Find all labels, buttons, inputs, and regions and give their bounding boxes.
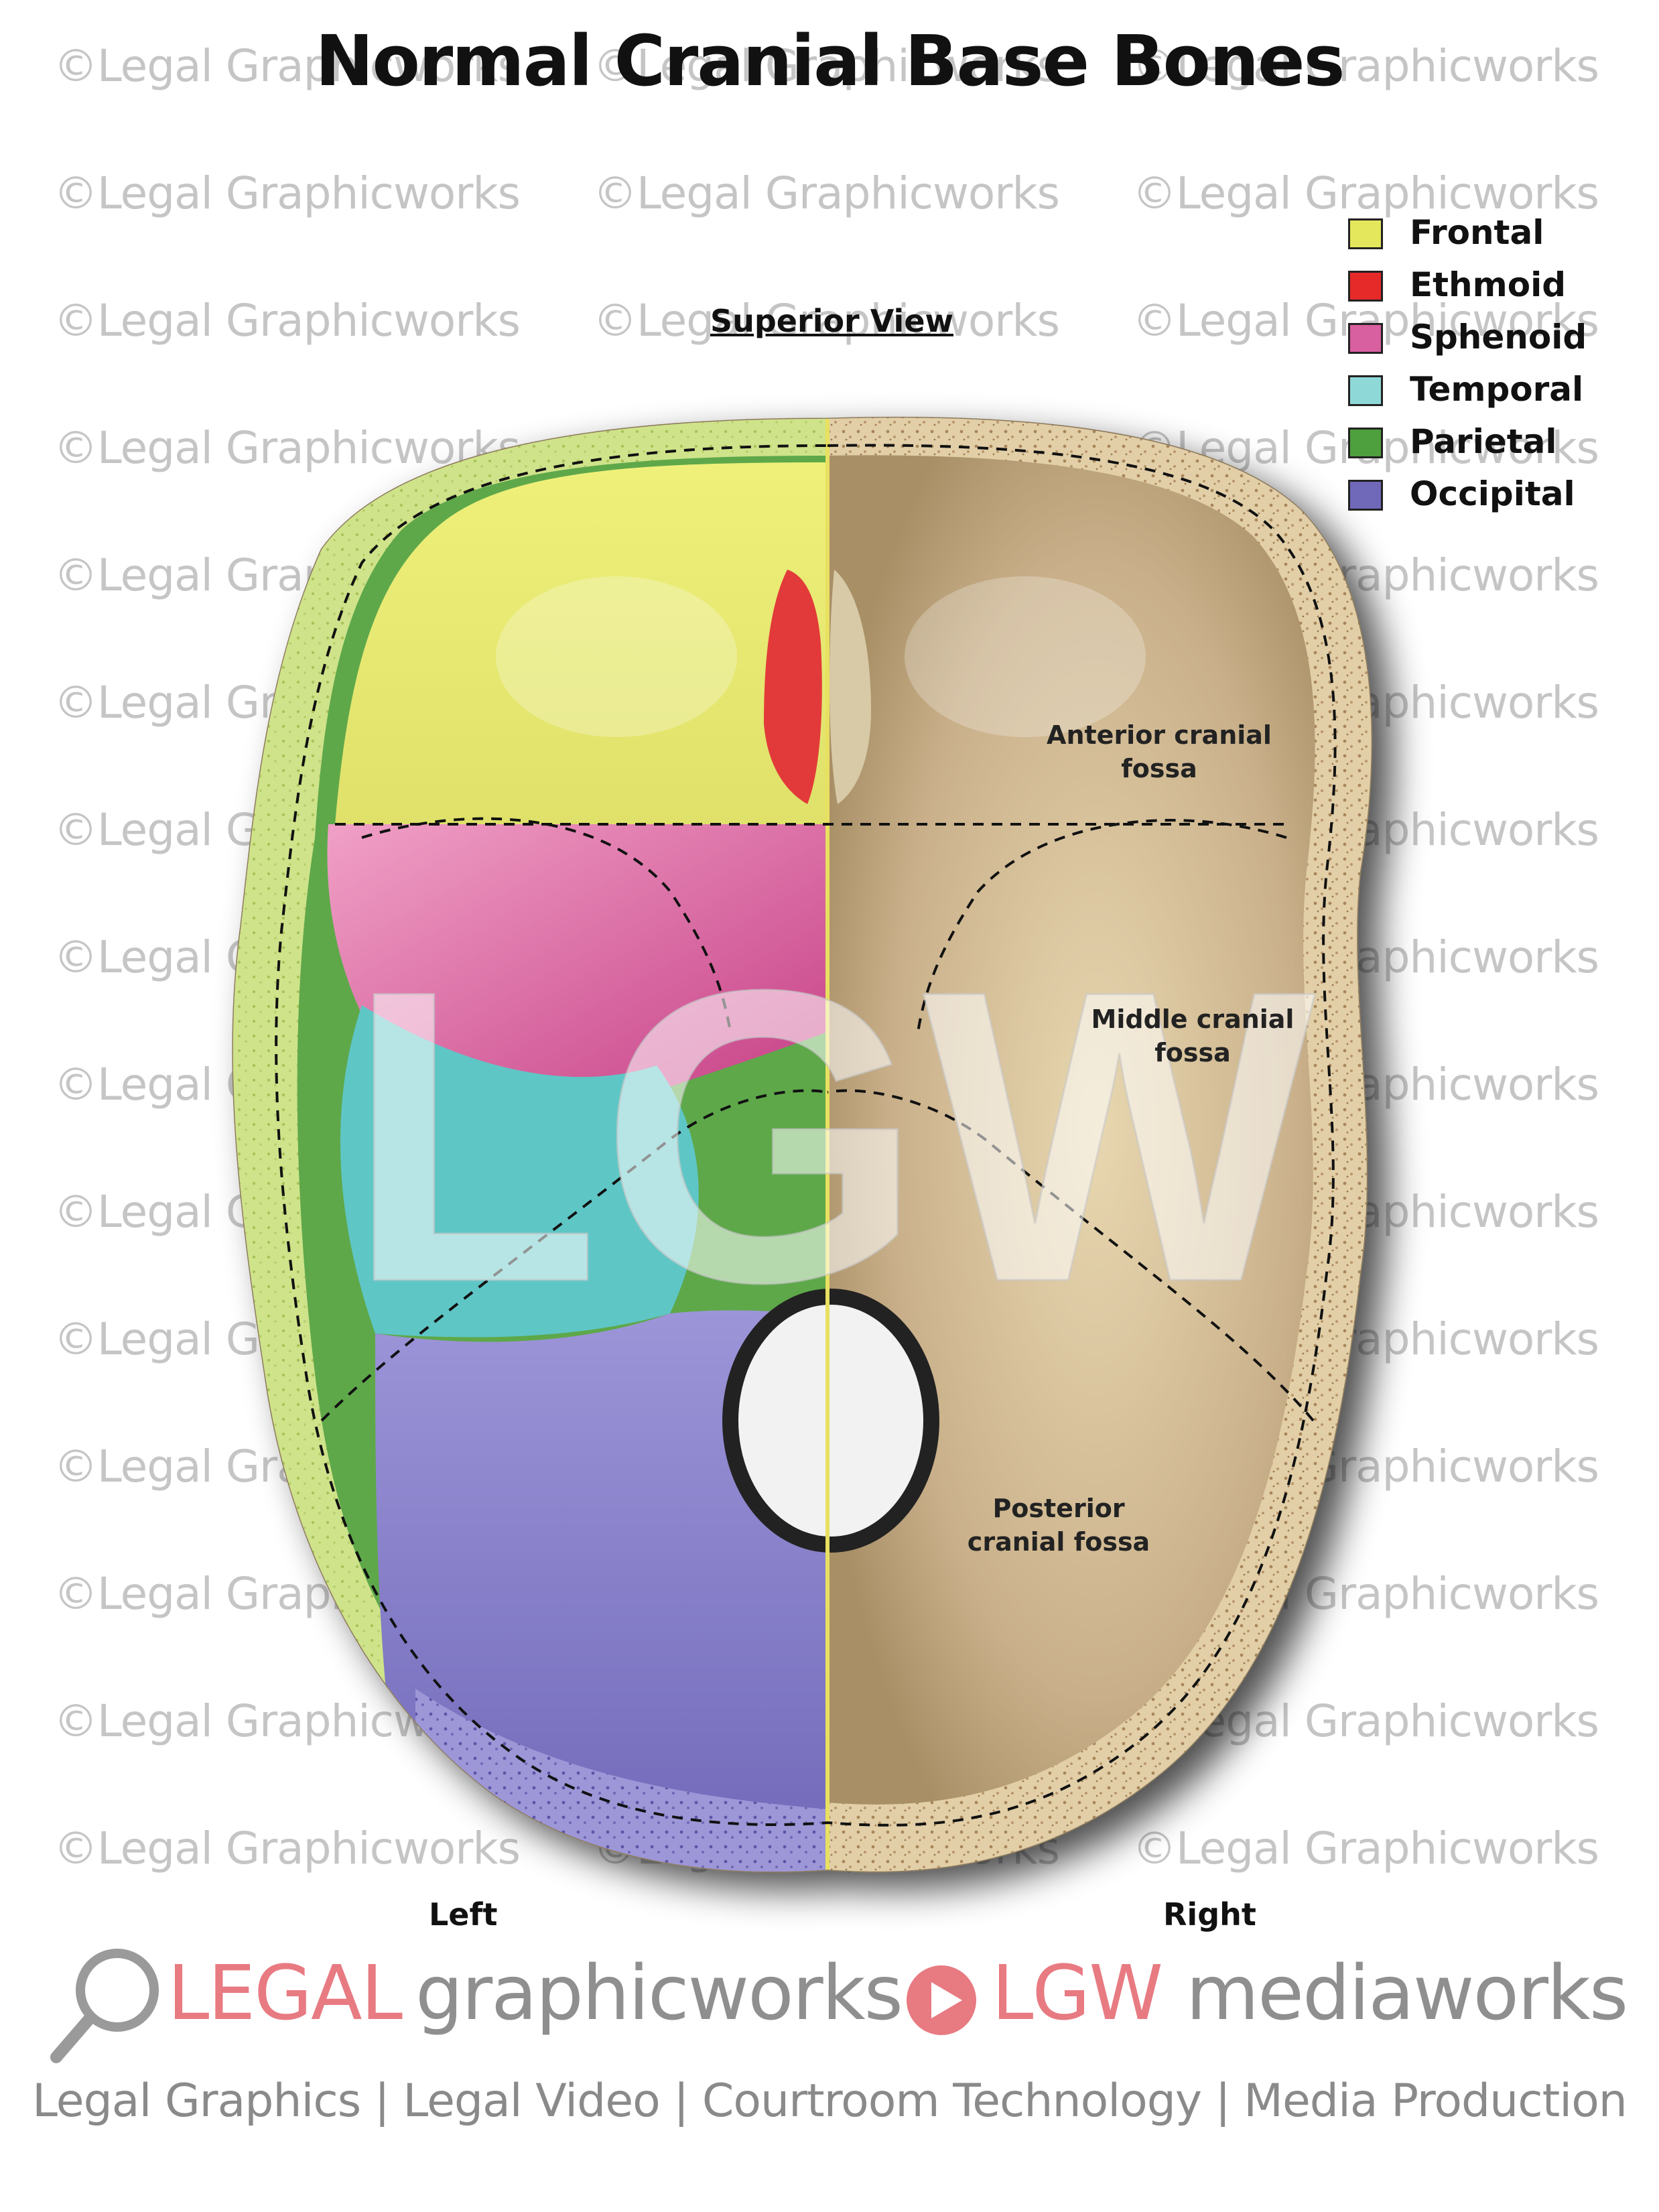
tagline: Legal Graphics | Legal Video | Courtroom… <box>32 2075 1628 2128</box>
brand-graphicworks: graphicworks <box>415 1950 903 2037</box>
lgw-overlay-logo: LGW <box>346 905 1319 1368</box>
legend-swatch-temporal <box>1348 375 1383 406</box>
skull-diagram: LGW <box>232 416 1373 1873</box>
anterior-fossa-label: Anterior cranial fossa <box>1047 720 1272 783</box>
foramen-magnum <box>722 1289 939 1553</box>
right-label: Right <box>1163 1896 1256 1933</box>
brand-lgw: LGW <box>992 1950 1163 2037</box>
middle-fossa-label: Middle cranial fossa <box>1091 1004 1295 1067</box>
brand-mediaworks: mediaworks <box>1186 1950 1628 2037</box>
legend-label: Occipital <box>1410 474 1575 513</box>
posterior-fossa-label: Posterior cranial fossa <box>967 1494 1150 1557</box>
legend-swatch-frontal <box>1348 218 1383 249</box>
play-icon <box>907 1965 976 2035</box>
legend-label: Sphenoid <box>1410 318 1587 356</box>
legend-swatch-parietal <box>1348 428 1383 458</box>
brand-bar: LEGAL graphicworks LGW mediaworks <box>47 1937 1628 2071</box>
left-label: Left <box>429 1896 498 1933</box>
legend-label: Ethmoid <box>1410 265 1567 304</box>
legend-swatch-occipital <box>1348 480 1383 511</box>
page-title: Normal Cranial Base Bones <box>315 20 1345 102</box>
legend-label: Temporal <box>1410 370 1584 409</box>
legend-swatch-ethmoid <box>1348 271 1383 302</box>
legend-label: Frontal <box>1410 213 1544 252</box>
brand-legal: LEGAL <box>168 1950 403 2037</box>
view-label: Superior View <box>710 303 954 339</box>
legend-label: Parietal <box>1410 422 1557 461</box>
legend-swatch-sphenoid <box>1348 323 1383 354</box>
magnifier-icon <box>50 1949 159 2063</box>
